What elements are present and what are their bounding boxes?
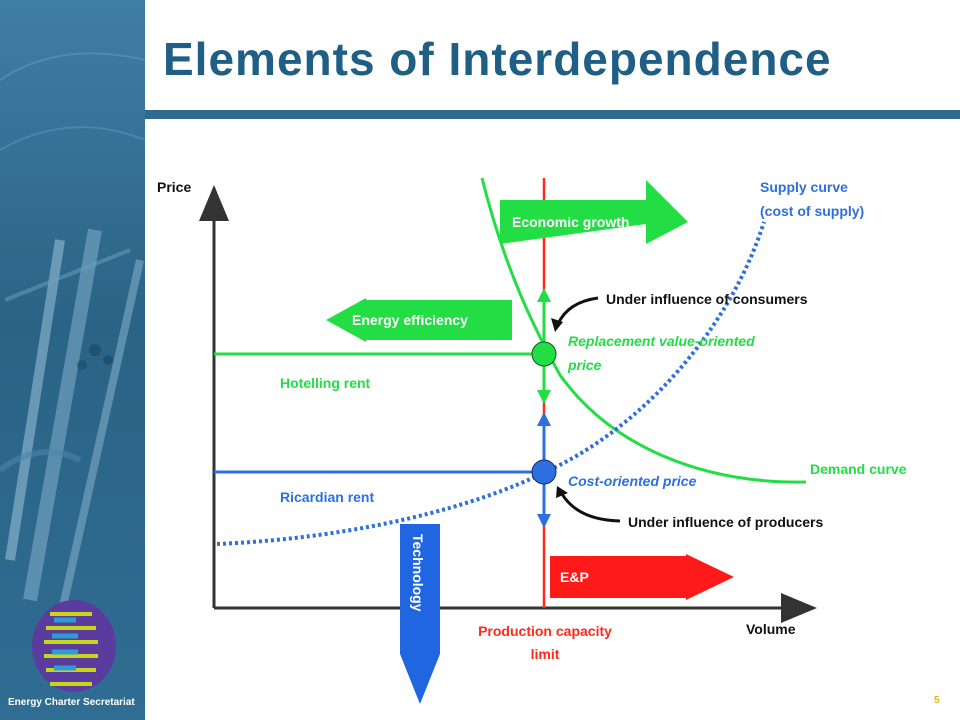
capacity-limit-label-1: Production capacity [478,623,612,639]
economic-growth-label: Economic growth [512,214,629,230]
producer-influence-label: Under influence of producers [628,514,823,530]
consumer-pointer-head [551,318,563,332]
technology-label: Technology [410,534,426,612]
sidebar-photo-panel [0,0,145,720]
energy-charter-logo [32,600,116,692]
technology-arrow [400,524,440,704]
demand-curve-label: Demand curve [810,461,907,477]
cost-price-label: Cost-oriented price [568,473,697,489]
ep-label: E&P [560,569,589,585]
x-axis-label: Volume [746,621,796,637]
demand-curve [480,177,807,484]
producer-arrow-up [537,412,551,426]
replacement-price-point [531,341,557,367]
consumer-pointer [556,296,599,325]
consumer-arrow-down [537,390,551,404]
producer-pointer-head [556,486,568,498]
supply-curve-label-2: (cost of supply) [760,203,864,219]
y-axis-label: Price [157,179,191,195]
hotelling-rent-label: Hotelling rent [280,375,371,391]
supply-curve-label-1: Supply curve [760,179,848,195]
consumer-arrow-up [537,288,551,302]
ep-arrow [550,554,734,600]
footer-organization: Energy Charter Secretariat [8,697,135,708]
replacement-price-label-2: price [567,357,602,373]
title-underline-bar [145,110,960,119]
energy-efficiency-arrow [326,298,512,342]
cost-price-point [531,459,557,485]
replacement-price-label-1: Replacement value-oriented [568,333,755,349]
producer-arrow-down [537,514,551,528]
consumer-influence-label: Under influence of consumers [606,291,808,307]
producer-pointer [560,493,621,523]
economic-growth-arrow [500,180,688,244]
capacity-limit-label-2: limit [531,646,560,662]
page-title: Elements of Interdependence [163,33,832,85]
energy-efficiency-label: Energy efficiency [352,312,468,328]
page-number: 5 [934,695,940,706]
ricardian-rent-label: Ricardian rent [280,489,374,505]
